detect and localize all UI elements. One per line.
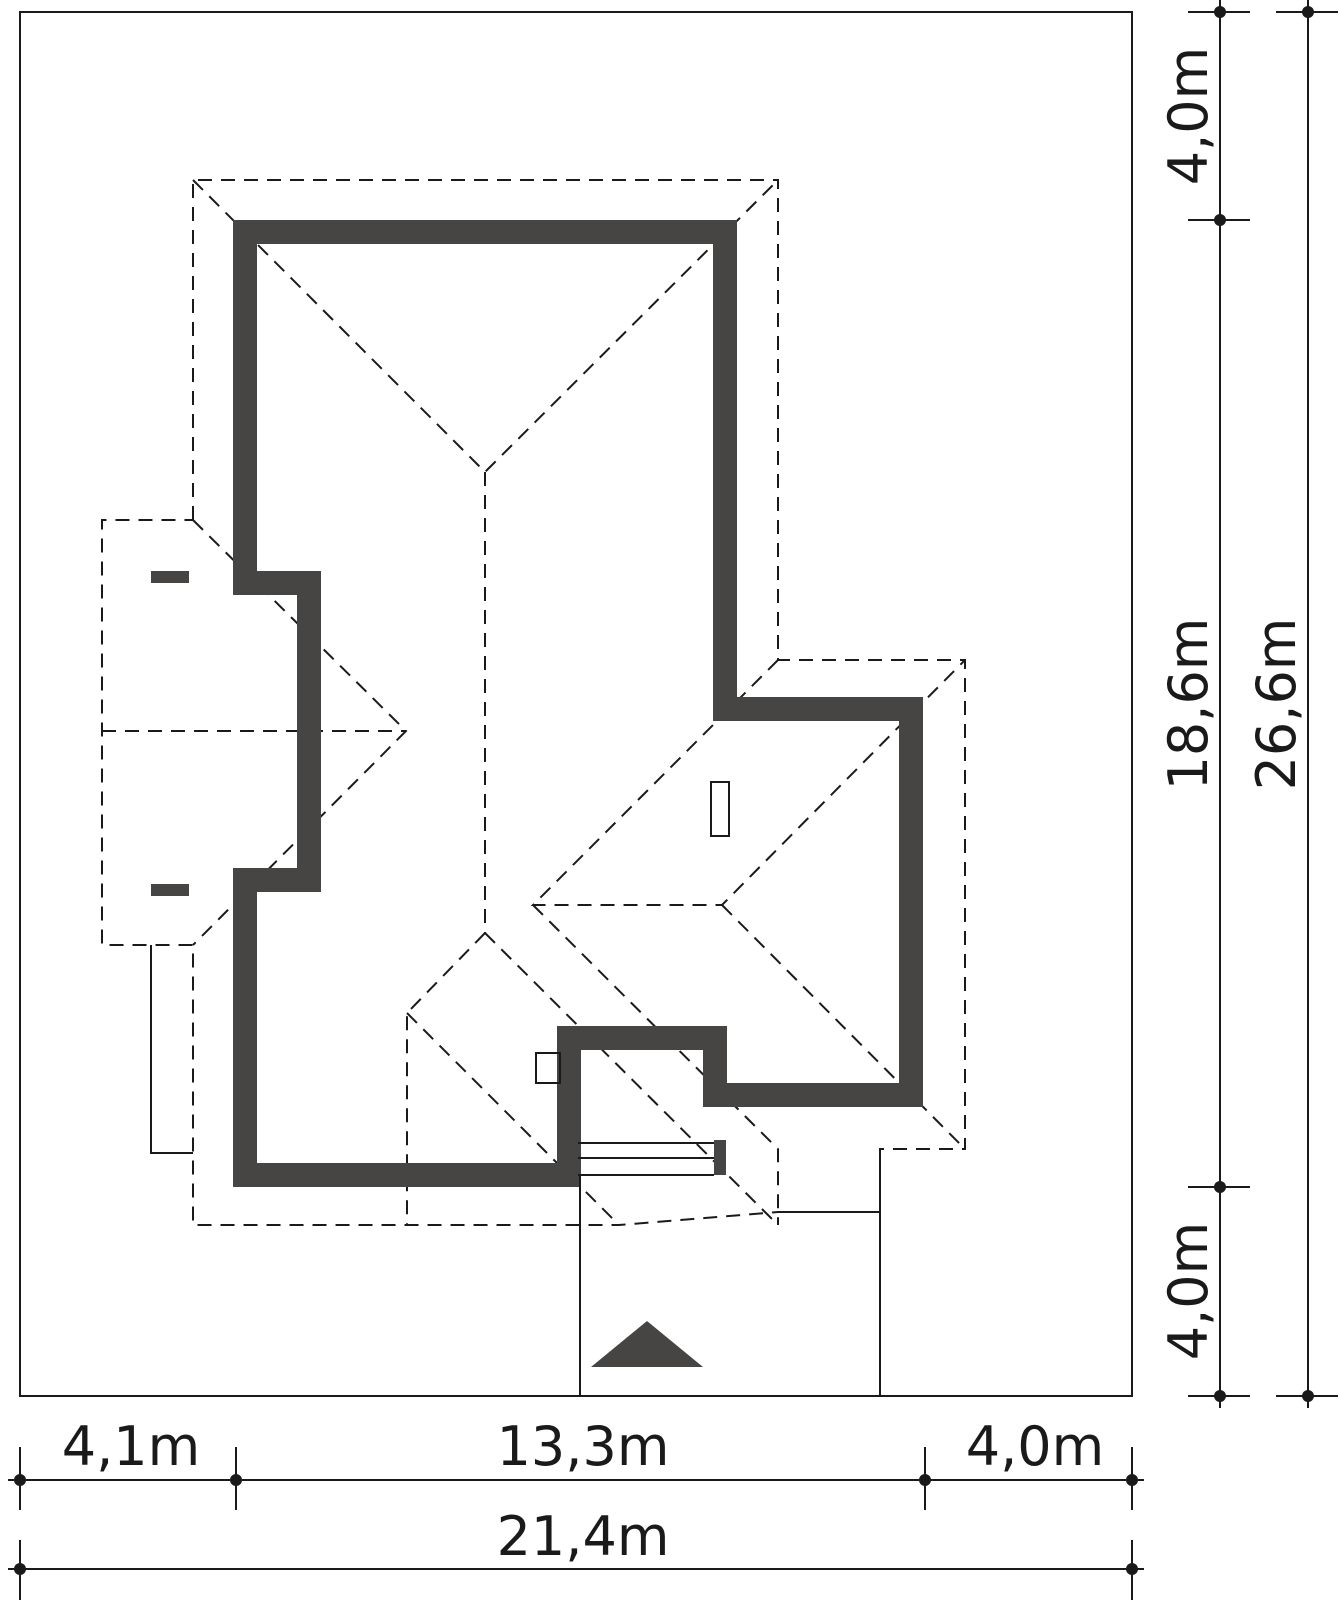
dim-right-total: 26,6m: [1245, 618, 1308, 791]
dim-right-top: 4,0m: [1157, 47, 1220, 185]
entrance-triangle-icon: [591, 1321, 703, 1367]
roof-outline: [101, 179, 966, 1226]
plot-boundary: [19, 11, 1133, 1397]
terrace-outline: [150, 945, 193, 1154]
entrance-steps: [578, 1142, 714, 1176]
right-dimension-lines: [1188, 0, 1338, 1408]
dim-bottom-right: 4,0m: [966, 1415, 1104, 1478]
chimney-right: [710, 781, 730, 837]
post: [535, 1052, 561, 1084]
dim-right-middle: 18,6m: [1157, 618, 1220, 791]
chimney-left-top: [151, 571, 189, 583]
building-walls: [233, 220, 923, 1187]
chimney-left-bottom: [151, 884, 189, 896]
bottom-dimension-lines: [8, 1447, 1144, 1600]
dim-right-bottom: 4,0m: [1157, 1222, 1220, 1360]
dim-bottom-middle: 13,3m: [497, 1415, 670, 1478]
dim-bottom-total: 21,4m: [497, 1505, 670, 1568]
dim-bottom-left: 4,1m: [62, 1415, 200, 1478]
